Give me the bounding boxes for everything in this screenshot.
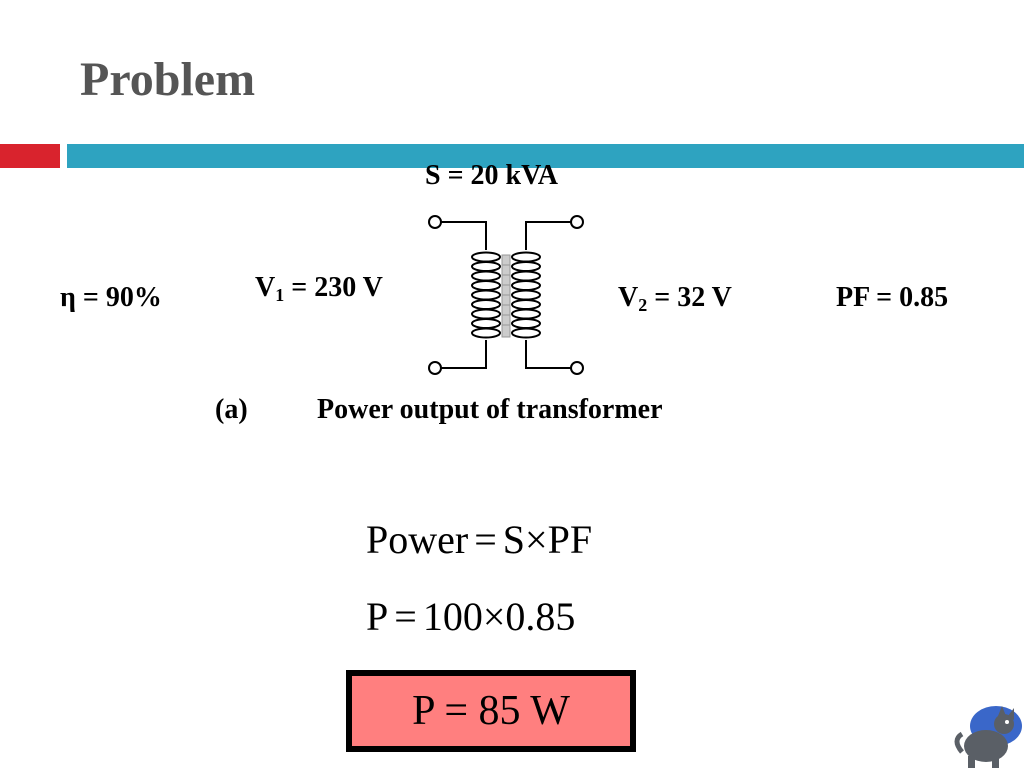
coil-loop bbox=[471, 261, 501, 272]
secondary-voltage-label: V2 = 32 V bbox=[618, 282, 732, 315]
v1-value: = 230 V bbox=[284, 272, 383, 303]
coil-loop bbox=[471, 289, 501, 301]
coil-loop bbox=[471, 251, 501, 263]
v1-symbol: V bbox=[255, 272, 276, 303]
coil-loop bbox=[511, 327, 541, 339]
efficiency-label: η = 90% bbox=[60, 282, 162, 313]
slide-title: Problem bbox=[80, 53, 256, 106]
coil-loop bbox=[511, 270, 541, 282]
eq1-op: = bbox=[474, 517, 497, 562]
primary-voltage-label: V1 = 230 V bbox=[255, 272, 383, 305]
power-factor-label: PF = 0.85 bbox=[836, 282, 949, 313]
result-text: P = 85 W bbox=[412, 688, 570, 734]
coil-loop bbox=[511, 299, 541, 310]
v2-value: = 32 V bbox=[647, 282, 732, 313]
eq1-lhs: Power bbox=[366, 517, 469, 562]
coil-loop bbox=[471, 270, 501, 282]
transformer-diagram-icon bbox=[428, 215, 584, 375]
coil-loop bbox=[471, 318, 501, 329]
coil-loop bbox=[471, 299, 501, 310]
accent-bar-red bbox=[0, 144, 60, 168]
coil-loop bbox=[511, 289, 541, 301]
mascot-cat-icon bbox=[954, 706, 1022, 768]
coil-loop bbox=[511, 251, 541, 263]
coil-loop bbox=[511, 308, 541, 320]
accent-bar-blue bbox=[67, 144, 1024, 168]
result-box: P = 85 W bbox=[346, 670, 636, 752]
equation-line-2: P=100×0.85 bbox=[366, 597, 575, 637]
v2-symbol: V bbox=[618, 282, 639, 313]
eq1-rhs: S×PF bbox=[502, 517, 593, 562]
eq2-rhs: 100×0.85 bbox=[422, 594, 576, 639]
v1-subscript: 1 bbox=[275, 285, 285, 305]
question-part-label: (a) bbox=[215, 394, 248, 425]
coil-loop bbox=[471, 280, 501, 291]
eq2-lhs: P bbox=[366, 594, 389, 639]
equation-line-1: Power=S×PF bbox=[366, 520, 592, 560]
apparent-power-label: S = 20 kVA bbox=[425, 160, 558, 191]
eq2-op: = bbox=[394, 594, 417, 639]
coil-loop bbox=[511, 261, 541, 272]
v2-subscript: 2 bbox=[638, 295, 648, 315]
question-text: Power output of transformer bbox=[317, 394, 663, 425]
coil-loop bbox=[471, 308, 501, 320]
coil-loop bbox=[511, 318, 541, 329]
coil-loop bbox=[511, 280, 541, 291]
coil-loop bbox=[471, 327, 501, 339]
